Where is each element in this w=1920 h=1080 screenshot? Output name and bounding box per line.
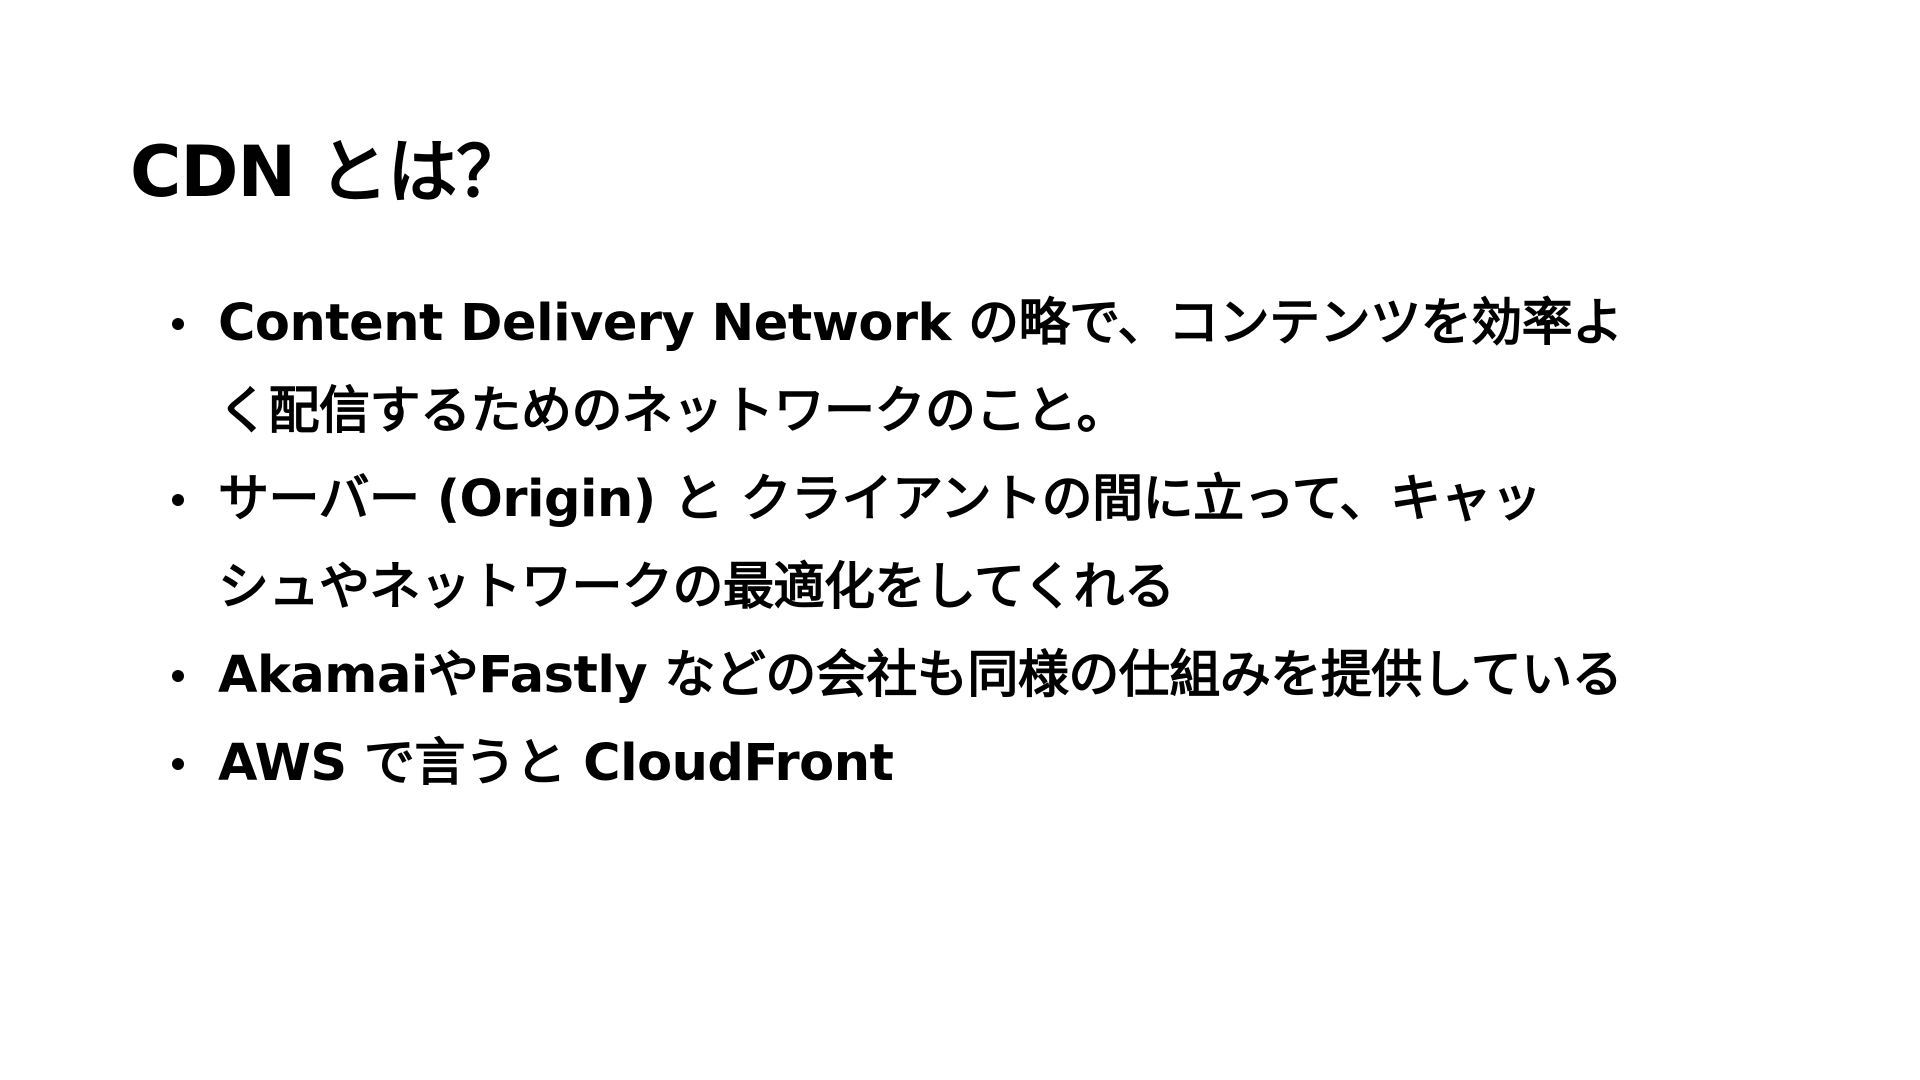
bullet-dot-icon [172,758,184,770]
bullet-line: サーバー (Origin) と クライアントの間に立って、キャッ [218,470,1542,529]
bullet-item-providers: AkamaiやFastly などの会社も同様の仕組みを提供している [162,632,1802,720]
bullet-line: AWS で言うと CloudFront [218,734,894,793]
bullet-dot-icon [172,670,184,682]
bullet-item-server-client: サーバー (Origin) と クライアントの間に立って、キャッ シュやネットワ… [162,456,1802,632]
bullet-item-cdn-definition: Content Delivery Network の略で、コンテンツを効率よ く… [162,280,1802,456]
slide-title: CDN とは？ [130,131,526,213]
bullet-list: Content Delivery Network の略で、コンテンツを効率よ く… [162,280,1802,808]
bullet-line: く配信するためのネットワークのこと。 [218,382,1128,441]
bullet-dot-icon [172,318,184,330]
bullet-item-aws: AWS で言うと CloudFront [162,720,1802,808]
bullet-line: AkamaiやFastly などの会社も同様の仕組みを提供している [218,646,1623,705]
bullet-line: Content Delivery Network の略で、コンテンツを効率よ [218,294,1623,353]
bullet-line: シュやネットワークの最適化をしてくれる [218,558,1175,617]
bullet-dot-icon [172,494,184,506]
